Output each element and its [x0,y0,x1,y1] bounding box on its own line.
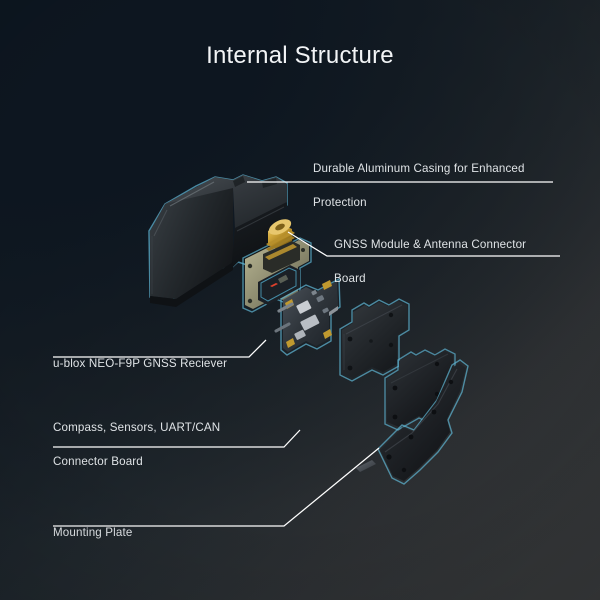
component-mounting-plate [377,359,469,485]
component-aluminum-casing [148,174,288,307]
leader-line-mounting-plate [53,447,380,527]
callout-gnss-module: GNSS Module & Antenna Connector Board [334,219,569,287]
callout-label-line1: Compass, Sensors, UART/CAN [53,421,221,434]
callout-mounting-plate: Mounting Plate [53,507,253,541]
callout-label-line1: u-blox NEO-F9P GNSS Reciever [53,357,228,370]
callout-label-line2: Protection [313,196,367,209]
component-sma-antenna-connector [263,219,300,273]
callout-aluminum-casing: Durable Aluminum Casing for Enhanced Pro… [313,143,558,211]
leader-line-ublox-receiver [53,339,267,358]
component-sensor-connector-board [339,298,410,382]
component-ublox-receiver-board [274,277,341,356]
callout-label-line1: Mounting Plate [53,526,133,539]
callout-label-line2: Connector Board [53,455,143,468]
leader-line-gnss-module [287,231,560,257]
callout-ublox-receiver: u-blox NEO-F9P GNSS Reciever [53,338,293,372]
component-rail-fragment [356,460,376,472]
callout-connector-board: Compass, Sensors, UART/CAN Connector Boa… [53,402,303,470]
callout-label-line1: Durable Aluminum Casing for Enhanced [313,162,525,175]
callout-label-line1: GNSS Module & Antenna Connector [334,238,527,251]
page-title: Internal Structure [206,42,394,69]
leader-lines [53,181,560,527]
callout-label-line2: Board [334,272,366,285]
leader-line-connector-board [53,429,301,448]
